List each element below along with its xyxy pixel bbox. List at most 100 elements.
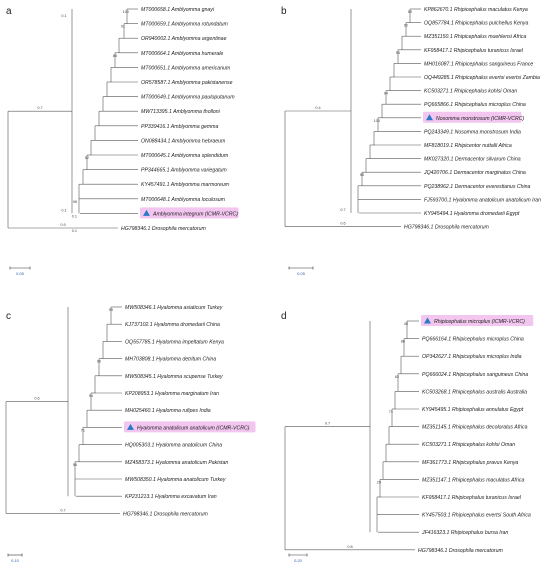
triangle-marker-icon [426, 114, 433, 121]
leaf-label: HQ005303.1 Hyalomma anatolicum China [125, 443, 222, 449]
leaf-label: MH016087.1 Rhipicephalus sanguineus Fran… [424, 61, 533, 67]
leaf-label: KC503271.1 Rhipicephalus kohlsi Oman [424, 89, 517, 95]
bootstrap-value: 94 [89, 394, 93, 398]
scale-label: 0.05 [297, 271, 306, 276]
leaf-label: KY945495.1 Rhipicephalus annulatus Egypt [422, 407, 524, 413]
bootstrap-value: 45 [404, 322, 408, 326]
tree-branches [5, 306, 122, 514]
leaf-label: MH025460.1 Hyalomma rufipes India [125, 408, 211, 414]
leaf-label: MZ351147.1 Rhipicephalus maculatus Afric… [422, 477, 524, 483]
bootstrap-value: 88 [113, 54, 117, 58]
highlight-box [124, 421, 256, 433]
leaf-label: ON088434.1 Amblyomma hebraeum [141, 138, 226, 144]
branch-length: 0.7 [325, 422, 330, 426]
bootstrap-value: 100 [123, 10, 129, 14]
leaf-label: KY457491.1 Amblyomma marmoreum [141, 182, 230, 188]
leaf-label: MT000659.1 Amblyomma rotundatum [141, 22, 229, 28]
branch-length: 0.7 [60, 508, 65, 512]
leaf-label: FJ593700.1 Hyalomma anatolicum anatolicu… [424, 197, 541, 203]
leaf-label: PQ238962.1 Dermacentor everestianus Chin… [424, 184, 531, 190]
tree-branches [284, 320, 419, 551]
panel-letter: c [6, 311, 11, 322]
leaf-label: MT000658.1 Amblyomma gnayi [141, 7, 215, 13]
leaf-label: OP342627.1 Rhipicephalus microplus India [422, 354, 522, 360]
leaf-label: MT000664.1 Amblyomma humerale [141, 51, 223, 57]
leaf-label: OR578587.1 Amblyomma pakistanense [141, 80, 233, 86]
leaf-label: OQ449285.1 Rhipicephalus evertsi evertsi… [424, 75, 540, 81]
leaf-label: MF818019.1 Rhipicentor nuttalli Africa [424, 143, 512, 149]
bootstrap-value: 94 [384, 92, 388, 96]
leaf-label: PP344665.1 Amblyomma variegatum [141, 168, 227, 174]
outgroup-label: HG798346.1 Drosophila mercatorum [123, 511, 208, 517]
leaf-label: PQ665866.1 Rhipicephalus microplus China [424, 102, 526, 108]
branch-length: 0.6 [340, 222, 345, 226]
branch-length: 0.1 [61, 208, 66, 212]
leaf-label: MK027320.1 Dermacentor silvarum China [424, 157, 521, 163]
branch-length: 0.6 [34, 397, 39, 401]
bootstrap-value: 96 [97, 360, 101, 364]
highlighted-leaf-label: Nosomma monstrosum (ICMR-VCRC) [436, 116, 524, 122]
bootstrap-value: 52 [85, 156, 89, 160]
bootstrap-value: 95 [396, 51, 400, 55]
scale-label: 0.05 [16, 271, 25, 276]
leaf-label: PQ243349.1 Nosomma monstrosum India [424, 129, 521, 135]
branch-length: 0.7 [340, 208, 345, 212]
bootstrap-value: 62 [395, 375, 399, 379]
leaf-label: MW508345.1 Hyalomma scupense Turkey [125, 374, 223, 380]
bootstrap-value: 91 [121, 25, 125, 29]
leaf-label: KC503268.1 Rhipicephalus australis Austr… [422, 389, 527, 395]
highlighted-leaf-label: Amblyomma integrum (ICMR-VCRC) [152, 211, 238, 217]
leaf-label: MT000649.1 Amblyomma pauloputanum [141, 95, 235, 101]
panel-letter: a [6, 6, 12, 17]
leaf-label: MH703808.1 Hyalomma detritum China [125, 357, 216, 363]
tree-branches [284, 8, 421, 227]
leaf-label: JQ420706.1 Dermacentor marginatus China [423, 170, 526, 176]
leaf-label: KC503271.1 Rhipicephalus kohlsi Oman [422, 442, 515, 448]
leaf-label: MF361773.1 Rhipicephalus pravus Kenya [422, 460, 518, 466]
outgroup-label: HG798346.1 Drosophila mercatorum [121, 226, 206, 232]
outgroup-label: HG798346.1 Drosophila mercatorum [404, 225, 489, 231]
tree-a: a0.70.90.10.1100918852980.10.1MT000658.1… [6, 6, 239, 276]
leaf-label: JF416323.1 Rhipicephalus bursa Iran [421, 530, 508, 536]
leaf-label: MW713395.1 Amblyomma tholloni [141, 109, 221, 115]
leaf-label: MZ458373.1 Hyalomma anatolicum Pakistan [125, 460, 228, 466]
bootstrap-value: 92 [404, 24, 408, 28]
scale-label: 0.20 [294, 558, 303, 563]
leaf-label: MT000648.1 Amblyomma loculosum [141, 197, 226, 203]
branch-length: 0.8 [347, 545, 352, 549]
bootstrap-value: 99 [109, 308, 113, 312]
leaf-label: KY945494.1 Hyalomma dromedarii Egypt [424, 211, 520, 217]
bootstrap-value: 100 [374, 119, 380, 123]
highlight-box [140, 207, 239, 219]
panel-letter: b [281, 6, 287, 17]
tree-branches [7, 8, 138, 229]
leaf-label: MW508350.1 Hyalomma anatolicum Turkey [125, 477, 226, 483]
bootstrap-value: 71 [389, 410, 393, 414]
bootstrap-value: 0.1 [72, 229, 77, 233]
outgroup-label: HG798346.1 Drosophila mercatorum [418, 548, 503, 554]
leaf-label: KF958417.1 Rhipicephalus turanicus Israe… [422, 495, 522, 501]
triangle-marker-icon [424, 317, 431, 324]
bootstrap-value: 0.1 [72, 214, 77, 218]
bootstrap-value: 86 [401, 340, 405, 344]
leaf-label: OQ857784.1 Rhipicephalus pulchellus Keny… [424, 21, 529, 27]
leaf-label: PQ666024.1 Rhipicephalus sanguineus Chin… [422, 372, 528, 378]
leaf-label: MZ351145.1 Rhipicephalus decoloratus Afr… [422, 425, 528, 431]
triangle-marker-icon [127, 423, 134, 430]
highlighted-leaf-label: Rhipicephalus microplus (ICMR-VCRC) [434, 319, 525, 325]
leaf-label: OR940002.1 Amblyomma argentinae [141, 36, 227, 42]
leaf-label: PQ666164.1 Rhipicephalus microplus China [422, 337, 524, 343]
leaf-label: KP231213.1 Hyalomma excavatum Iran [125, 494, 217, 500]
leaf-label: PP339416.1 Amblyomma gemma [141, 124, 218, 130]
branch-length: 0.1 [61, 14, 66, 18]
branch-length: 0.7 [37, 106, 42, 110]
leaf-label: OQ557785.1 Hyalomma impeltatum Kenya [125, 339, 224, 345]
leaf-label: MT000645.1 Amblyomma splendidum [141, 153, 229, 159]
highlighted-leaf-label: Hyalomma anatolicum anatolicum (ICMR-VCR… [137, 425, 250, 431]
leaf-label: KF958417.1 Rhipicephalus turanicus Israe… [424, 48, 524, 54]
